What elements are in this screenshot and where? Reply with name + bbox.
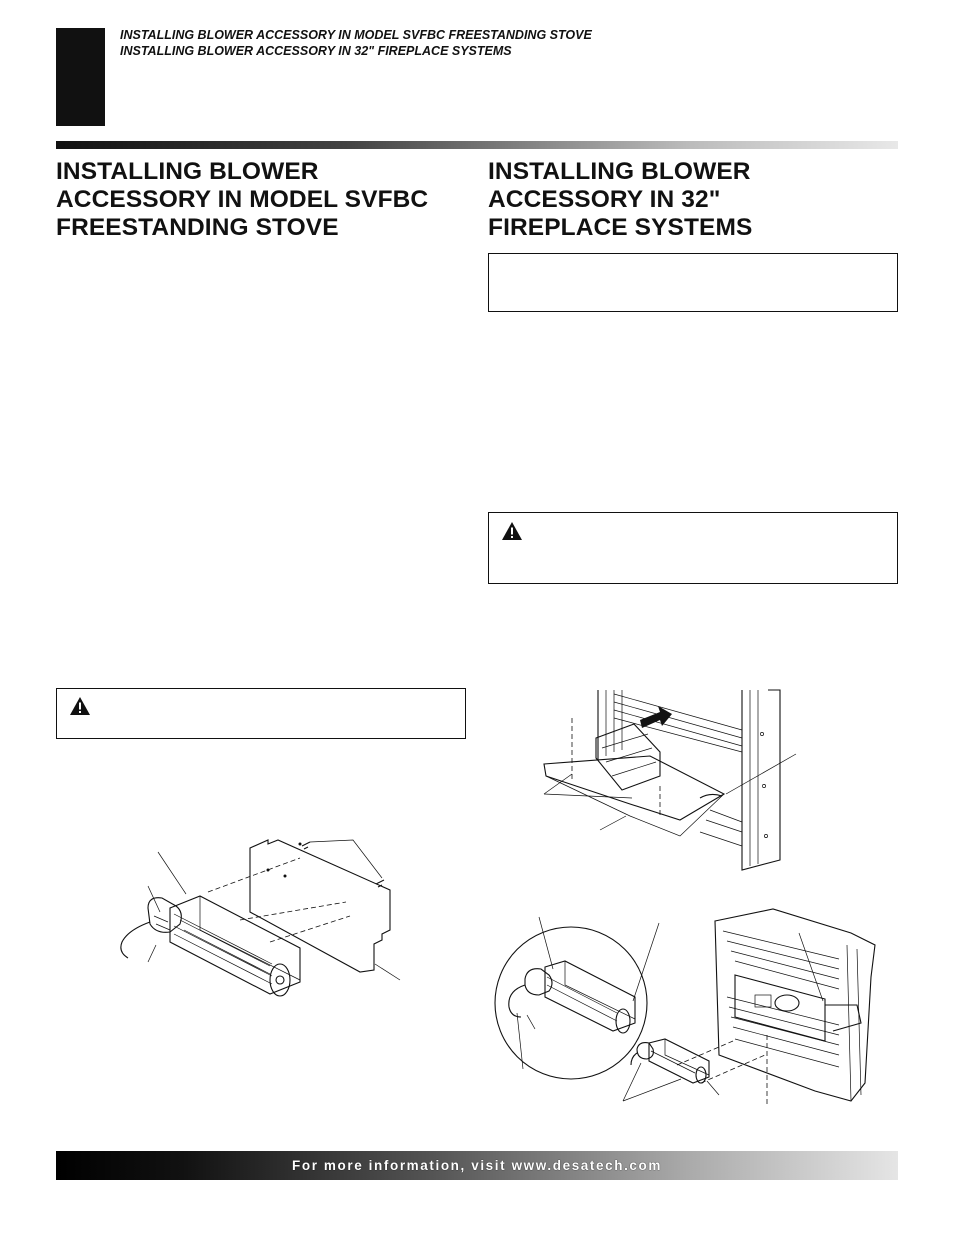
running-header-line-2: INSTALLING BLOWER ACCESSORY IN 32" FIREP… <box>120 44 512 58</box>
section-tab <box>56 28 105 126</box>
right-title-line-2: ACCESSORY IN 32" <box>488 186 721 213</box>
left-title-line-1: INSTALLING BLOWER <box>56 158 319 185</box>
right-title-line-3: FIREPLACE SYSTEMS <box>488 214 753 241</box>
right-title-line-1: INSTALLING BLOWER <box>488 158 751 185</box>
fireplace-blower-illustration <box>543 689 797 871</box>
warning-box-left <box>56 688 466 739</box>
stove-blower-illustration <box>120 839 401 997</box>
notice-box <box>488 253 898 312</box>
warning-triangle-icon <box>70 697 90 715</box>
right-section-title: INSTALLING BLOWER ACCESSORY IN 32" FIREP… <box>488 158 752 242</box>
footer-banner: For more information, visit www.desatech… <box>56 1151 898 1180</box>
left-section-title: INSTALLING BLOWER ACCESSORY IN MODEL SVF… <box>56 158 428 242</box>
left-title-line-2: ACCESSORY IN MODEL SVFBC <box>56 186 429 213</box>
fireplace-insert-detail-illustration <box>494 908 876 1105</box>
warning-box-right <box>488 512 898 584</box>
warning-triangle-icon <box>502 522 522 540</box>
header-rule <box>56 141 898 149</box>
left-title-line-3: FREESTANDING STOVE <box>56 214 339 241</box>
running-header-line-1: INSTALLING BLOWER ACCESSORY IN MODEL SVF… <box>120 28 592 42</box>
